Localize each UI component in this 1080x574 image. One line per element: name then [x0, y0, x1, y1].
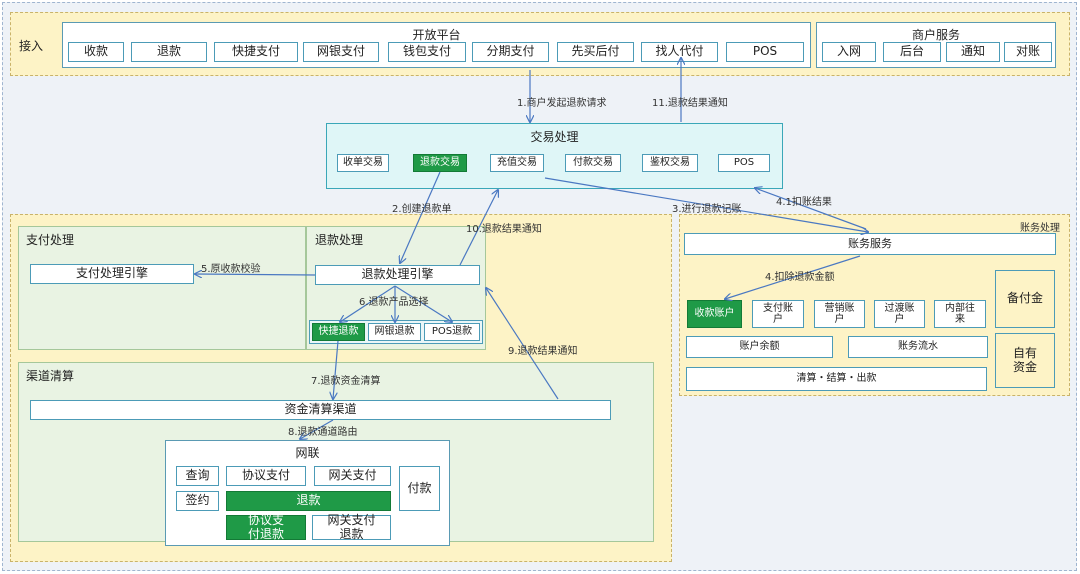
arrow-3: [544, 177, 868, 232]
trade-item-payment: 付款交易: [565, 154, 621, 172]
account-balance: 账户余额: [686, 336, 833, 358]
union-query: 查询: [176, 466, 219, 486]
pay-title: 支付处理: [26, 233, 75, 247]
union-sign: 签约: [176, 491, 219, 511]
arrow-8: [300, 419, 334, 439]
merchant-item-backend: 后台: [883, 42, 941, 62]
pay-engine: 支付处理引擎: [30, 264, 194, 284]
trade-item-pos: POS: [718, 154, 770, 172]
refund-engine: 退款处理引擎: [315, 265, 480, 285]
open-platform-title: 开放平台: [412, 28, 461, 42]
arrow-2: [400, 171, 441, 263]
settle-bar: 清算・结算・出款: [686, 367, 987, 391]
flow-label-10: 10.退款结果通知: [466, 224, 542, 235]
pay-region: [18, 226, 306, 350]
arrow-6a: [340, 285, 396, 322]
trade-panel: [326, 123, 783, 189]
open-platform-item-wallet: 钱包支付: [388, 42, 466, 62]
account-marketing: 营销账户: [814, 300, 865, 328]
trade-item-auth: 鉴权交易: [642, 154, 698, 172]
merchant-item-notify: 通知: [946, 42, 1000, 62]
open-platform-item-quickpay: 快捷支付: [214, 42, 298, 62]
trade-item-acquire: 收单交易: [337, 154, 389, 172]
refund-product-pos: POS退款: [424, 323, 480, 341]
arrow-41: [755, 188, 867, 230]
union-protocol-refund: 协议支付退款: [226, 513, 306, 540]
account-internal: 内部往来: [934, 300, 986, 328]
open-platform-item-refund: 退款: [131, 42, 207, 62]
flow-label-11: 11.退款结果通知: [652, 98, 728, 109]
refund-product-ebank: 网银退款: [368, 323, 421, 341]
refund-product-quick: 快捷退款: [312, 323, 365, 341]
flow-label-7: 7.退款资金清算: [311, 376, 381, 387]
arrow-10: [459, 190, 498, 266]
accounting-title: 账务处理: [1020, 223, 1060, 234]
flow-label-3: 3.进行退款记账: [672, 204, 742, 215]
flow-label-9: 9.退款结果通知: [508, 346, 578, 357]
flow-label-2: 2.创建退款单: [392, 204, 452, 215]
union-gateway-pay: 网关支付: [314, 466, 391, 486]
account-flow: 账务流水: [848, 336, 988, 358]
account-collect: 收款账户: [687, 300, 742, 328]
open-platform-item-pos: POS: [726, 42, 804, 62]
merchant-item-reconcile: 对账: [1004, 42, 1052, 62]
trade-item-recharge: 充值交易: [490, 154, 544, 172]
arrow-4: [725, 255, 861, 299]
arrow-6c: [394, 285, 452, 322]
trade-item-refund: 退款交易: [413, 154, 467, 172]
merchant-item-onboard: 入网: [822, 42, 876, 62]
open-platform-item-collect: 收款: [68, 42, 124, 62]
union-payout: 付款: [399, 466, 440, 511]
arrow-5: [195, 274, 316, 275]
arrow-7: [333, 340, 339, 399]
merchant-title: 商户服务: [911, 28, 960, 42]
own-funds: 自有资金: [995, 333, 1055, 388]
refund-title: 退款处理: [315, 233, 364, 247]
flow-label-41: 4.1扣账结果: [776, 197, 832, 208]
union-title: 网联: [295, 446, 320, 460]
channel-title: 渠道清算: [26, 369, 75, 383]
account-pay: 支付账户: [752, 300, 804, 328]
open-platform-item-bnpl: 先买后付: [557, 42, 634, 62]
access-label: 接入: [19, 39, 44, 53]
accounting-service: 账务服务: [684, 233, 1056, 255]
trade-title: 交易处理: [530, 130, 579, 144]
arrow-9: [486, 288, 559, 400]
reserve-fund: 备付金: [995, 270, 1055, 328]
union-refund: 退款: [226, 491, 391, 511]
flow-label-4: 4.扣除退款金额: [765, 272, 835, 283]
open-platform-item-payfor: 找人代付: [641, 42, 718, 62]
open-platform-item-installment: 分期支付: [472, 42, 549, 62]
flow-label-5: 5.原收款校验: [201, 264, 261, 275]
account-transit: 过渡账户: [874, 300, 925, 328]
open-platform-item-ebank: 网银支付: [303, 42, 379, 62]
flow-label-1: 1.商户发起退款请求: [517, 98, 607, 109]
clearing-channel-bar: 资金清算渠道: [30, 400, 611, 420]
union-gateway-refund: 网关支付退款: [312, 513, 391, 540]
flow-label-8: 8.退款通道路由: [288, 427, 358, 438]
union-protocol-pay: 协议支付: [226, 466, 306, 486]
flow-label-6: 6.退款产品选择: [359, 297, 429, 308]
